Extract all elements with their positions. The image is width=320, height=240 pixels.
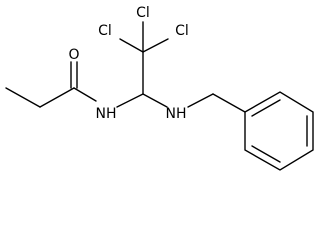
bond-ch3-ch2: [5, 87, 41, 108]
bond-methine-amine-n: [142, 93, 168, 108]
chlorine-right-label: Cl: [175, 23, 189, 39]
bond-c-cl-right: [142, 38, 169, 53]
amine-nh-label: NH: [166, 106, 187, 122]
molecule-diagram: O NH Cl Cl Cl NH: [5, 5, 314, 171]
amide-nh-label: NH: [96, 106, 117, 122]
structural-formula: O NH Cl Cl Cl NH: [5, 5, 314, 171]
ring-double-bond-1: [251, 99, 281, 117]
ring-double-bond-3: [251, 145, 281, 163]
chlorine-top-label: Cl: [136, 5, 150, 21]
bond-amine-n-benzyl-ch2: [187, 93, 214, 108]
bond-amide-n-methine: [116, 93, 144, 108]
oxygen-label: O: [68, 47, 79, 63]
chlorine-left-label: Cl: [98, 23, 112, 39]
bond-ch2-carbonyl: [39, 87, 75, 108]
bond-carbonyl-amide-n: [73, 87, 97, 102]
bond-benzyl-ch2-ring: [212, 93, 246, 113]
bond-c-cl-left: [119, 38, 144, 53]
benzene-ring: [244, 91, 314, 171]
